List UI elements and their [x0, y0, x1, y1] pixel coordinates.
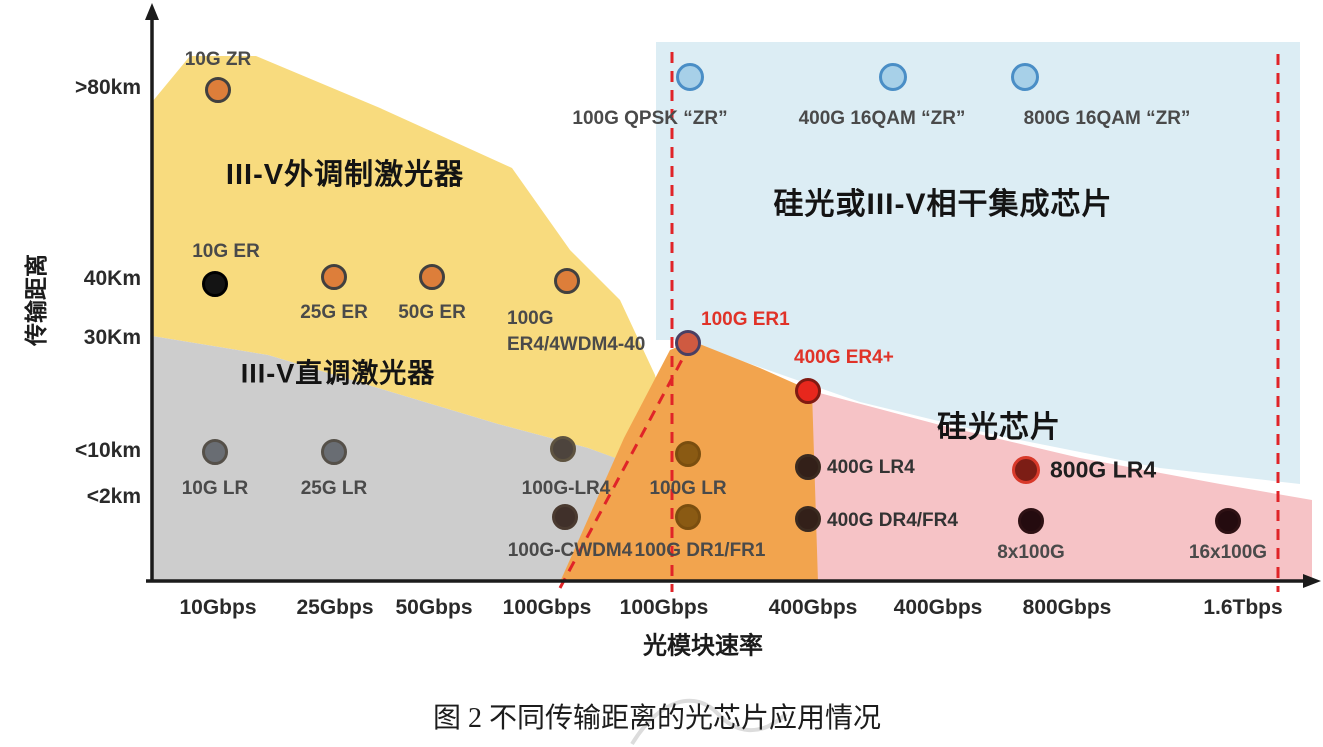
region-label-coherent-integrated: 硅光或III-V相干集成芯片	[773, 188, 1113, 221]
point-10g-er	[202, 271, 228, 297]
point-label-100g-lr4: 100G-LR4	[521, 478, 611, 500]
point-label-100g-dr1-fr1: 100G DR1/FR1	[634, 540, 766, 562]
point-25g-lr	[321, 439, 347, 465]
point-label-800g-lr4: 800G LR4	[1050, 456, 1157, 483]
point-800g-16qam-zr	[1011, 63, 1039, 91]
point-label-16x100g: 16x100G	[1188, 542, 1268, 564]
point-label-8x100g: 8x100G	[997, 542, 1065, 564]
point-label-400g-er4plus: 400G ER4+	[794, 347, 894, 369]
point-label-400g-lr4: 400G LR4	[827, 457, 915, 479]
point-400g-16qam-zr	[879, 63, 907, 91]
y-tick-label: 30Km	[83, 326, 141, 349]
region-label-silicon-photonics: 硅光芯片	[937, 411, 1061, 444]
point-label-100g-er4-4wdm4-40: 100G ER4/4WDM4-40	[507, 308, 646, 355]
x-tick-label: 25Gbps	[296, 596, 374, 619]
region-label-iii-v-external-modulated-laser: III-V外调制激光器	[225, 159, 465, 191]
boundary-dashed-diagonal	[558, 340, 694, 589]
point-100g-er1	[675, 330, 701, 356]
point-10g-lr	[202, 439, 228, 465]
x-axis-title: 光模块速率	[643, 632, 763, 660]
x-tick-label: 400Gbps	[768, 596, 858, 619]
point-label-100g-qpsk-zr: 100G QPSK “ZR”	[572, 108, 728, 130]
region-label-iii-v-direct-modulated-laser: III-V直调激光器	[240, 358, 436, 389]
x-tick-label: 800Gbps	[1022, 596, 1112, 619]
x-tick-label: 50Gbps	[395, 596, 473, 619]
point-100g-cwdm4	[552, 504, 578, 530]
point-100g-lr4	[550, 436, 576, 462]
point-label-10g-er: 10G ER	[192, 241, 260, 263]
point-25g-er	[321, 264, 347, 290]
point-label-25g-lr: 25G LR	[300, 478, 368, 500]
region-silicon-photonics	[812, 391, 1312, 582]
point-400g-lr4	[795, 454, 821, 480]
y-tick-label: <10km	[75, 439, 141, 462]
y-tick-label: <2km	[86, 485, 141, 508]
point-label-400g-dr4-fr4: 400G DR4/FR4	[827, 510, 958, 532]
region-iii-v-direct-modulated-laser	[152, 336, 640, 582]
point-8x100g	[1018, 508, 1044, 534]
watermark-curve	[630, 698, 788, 746]
point-100g-lr	[675, 441, 701, 467]
y-axis-arrow-icon	[145, 3, 159, 20]
x-tick-label: 400Gbps	[893, 596, 983, 619]
y-tick-label: 40Km	[83, 267, 141, 290]
point-label-10g-lr: 10G LR	[181, 478, 249, 500]
x-tick-label: 100Gbps	[502, 596, 592, 619]
point-10g-zr	[205, 77, 231, 103]
x-axis-arrow-icon	[1303, 574, 1321, 588]
point-label-50g-er: 50G ER	[398, 302, 466, 324]
point-400g-dr4-fr4	[795, 506, 821, 532]
point-100g-dr1-fr1	[675, 504, 701, 530]
point-label-25g-er: 25G ER	[300, 302, 368, 324]
point-label-400g-16qam-zr: 400G 16QAM “ZR”	[798, 108, 966, 130]
point-label-100g-lr: 100G LR	[649, 478, 727, 500]
point-100g-er4-4wdm4-40	[554, 268, 580, 294]
y-axis-title: 传输距离	[23, 254, 49, 346]
point-label-100g-er1: 100G ER1	[701, 309, 790, 331]
point-400g-er4plus	[795, 378, 821, 404]
region-coherent-integrated	[656, 42, 1300, 484]
point-label-100g-cwdm4: 100G-CWDM4	[507, 540, 633, 562]
x-tick-label: 10Gbps	[179, 596, 257, 619]
x-tick-label: 1.6Tbps	[1203, 596, 1283, 619]
point-16x100g	[1215, 508, 1241, 534]
figure-caption: 图 2 不同传输距离的光芯片应用情况	[432, 703, 882, 734]
point-100g-qpsk-zr	[676, 63, 704, 91]
x-tick-label: 100Gbps	[619, 596, 709, 619]
region-iii-v-external-modulated-laser	[152, 56, 668, 465]
point-50g-er	[419, 264, 445, 290]
point-label-800g-16qam-zr: 800G 16QAM “ZR”	[1023, 108, 1191, 130]
point-800g-lr4	[1012, 456, 1040, 484]
y-tick-label: >80km	[75, 76, 141, 99]
point-label-10g-zr: 10G ZR	[184, 49, 252, 71]
